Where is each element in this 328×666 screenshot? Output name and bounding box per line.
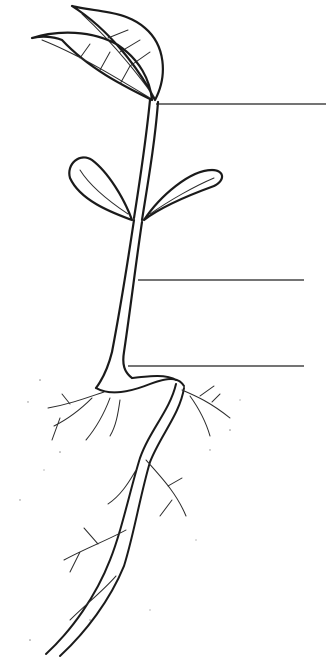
roots [46, 376, 230, 656]
leader-lines [128, 104, 326, 366]
background-specks [19, 379, 240, 641]
epicotyl-stem [134, 100, 158, 220]
true-leaves [32, 6, 163, 100]
cotyledons [69, 157, 222, 220]
hypocotyl-stem [96, 220, 142, 388]
